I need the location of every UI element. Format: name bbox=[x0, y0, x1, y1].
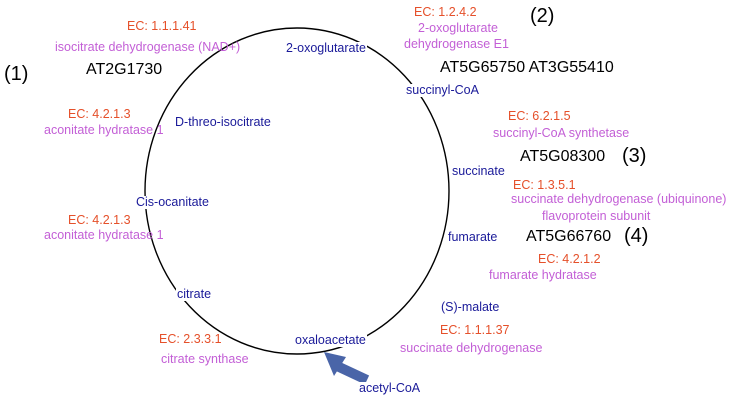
step-2-label: (2) bbox=[530, 5, 555, 27]
enzyme-citrate-synthase: citrate synthase bbox=[161, 352, 249, 366]
step-1-label: (1) bbox=[4, 63, 29, 85]
step-3-label: (3) bbox=[622, 145, 647, 167]
ec-aconitate-hydratase-top: EC: 4.2.1.3 bbox=[68, 107, 131, 121]
ec-2-oxoglutarate-dehydrogenase: EC: 1.2.4.2 bbox=[414, 5, 477, 19]
ec-isocitrate-dehydrogenase: EC: 1.1.1.41 bbox=[127, 19, 197, 33]
ec-fumarate-hydratase: EC: 4.2.1.2 bbox=[538, 252, 601, 266]
metabolite-acetyl-coa: acetyl-CoA bbox=[358, 381, 422, 395]
metabolite-isocitrate: D-threo-isocitrate bbox=[174, 115, 272, 129]
gene-idh: AT2G1730 bbox=[86, 61, 163, 78]
ec-aconitate-hydratase-bottom: EC: 4.2.1.3 bbox=[68, 213, 131, 227]
enzyme-isocitrate-dehydrogenase: isocitrate dehydrogenase (NAD+) bbox=[55, 40, 241, 54]
gene-ogdh: AT5G65750 AT3G55410 bbox=[440, 59, 614, 76]
metabolite-2-oxoglutarate: 2-oxoglutarate bbox=[285, 41, 367, 55]
metabolite-cis-aconitate: Cis-ocanitate bbox=[135, 195, 210, 209]
cycle-ring bbox=[144, 27, 450, 355]
ec-succinate-dehydrogenase-ubiquinone: EC: 1.3.5.1 bbox=[513, 178, 576, 192]
enzyme-2-oxoglutarate-dehydrogenase-line1: 2-oxoglutarate bbox=[418, 21, 498, 35]
metabolite-fumarate: fumarate bbox=[447, 230, 499, 244]
enzyme-succinate-dehydrogenase: succinate dehydrogenase bbox=[400, 341, 543, 355]
enzyme-aconitate-hydratase-bottom: aconitate hydratase 1 bbox=[44, 228, 164, 242]
acetyl-coa-arrow bbox=[324, 352, 370, 385]
enzyme-succinyl-coa-synthetase: succinyl-CoA synthetase bbox=[493, 126, 630, 140]
metabolite-malate: (S)-malate bbox=[440, 300, 501, 314]
enzyme-aconitate-hydratase-top: aconitate hydratase 1 bbox=[44, 123, 164, 137]
ec-succinyl-coa-synthetase: EC: 6.2.1.5 bbox=[508, 109, 571, 123]
gene-scs: AT5G08300 bbox=[520, 148, 606, 165]
enzyme-2-oxoglutarate-dehydrogenase-line2: dehydrogenase E1 bbox=[404, 37, 509, 51]
ec-citrate-synthase: EC: 2.3.3.1 bbox=[159, 332, 222, 346]
enzyme-fumarate-hydratase: fumarate hydratase bbox=[489, 268, 597, 282]
ec-succinate-dehydrogenase: EC: 1.1.1.37 bbox=[440, 323, 510, 337]
metabolite-oxaloacetate: oxaloacetate bbox=[294, 333, 367, 347]
enzyme-succinate-dehydrogenase-ubiquinone-line2: flavoprotein subunit bbox=[542, 209, 651, 223]
step-4-label: (4) bbox=[624, 225, 649, 247]
metabolite-citrate: citrate bbox=[176, 287, 213, 301]
metabolite-succinate: succinate bbox=[451, 164, 506, 178]
enzyme-succinate-dehydrogenase-ubiquinone-line1: succinate dehydrogenase (ubiquinone) bbox=[511, 192, 727, 206]
metabolite-succinyl-coa: succinyl-CoA bbox=[405, 83, 480, 97]
gene-sdh: AT5G66760 bbox=[526, 228, 612, 245]
